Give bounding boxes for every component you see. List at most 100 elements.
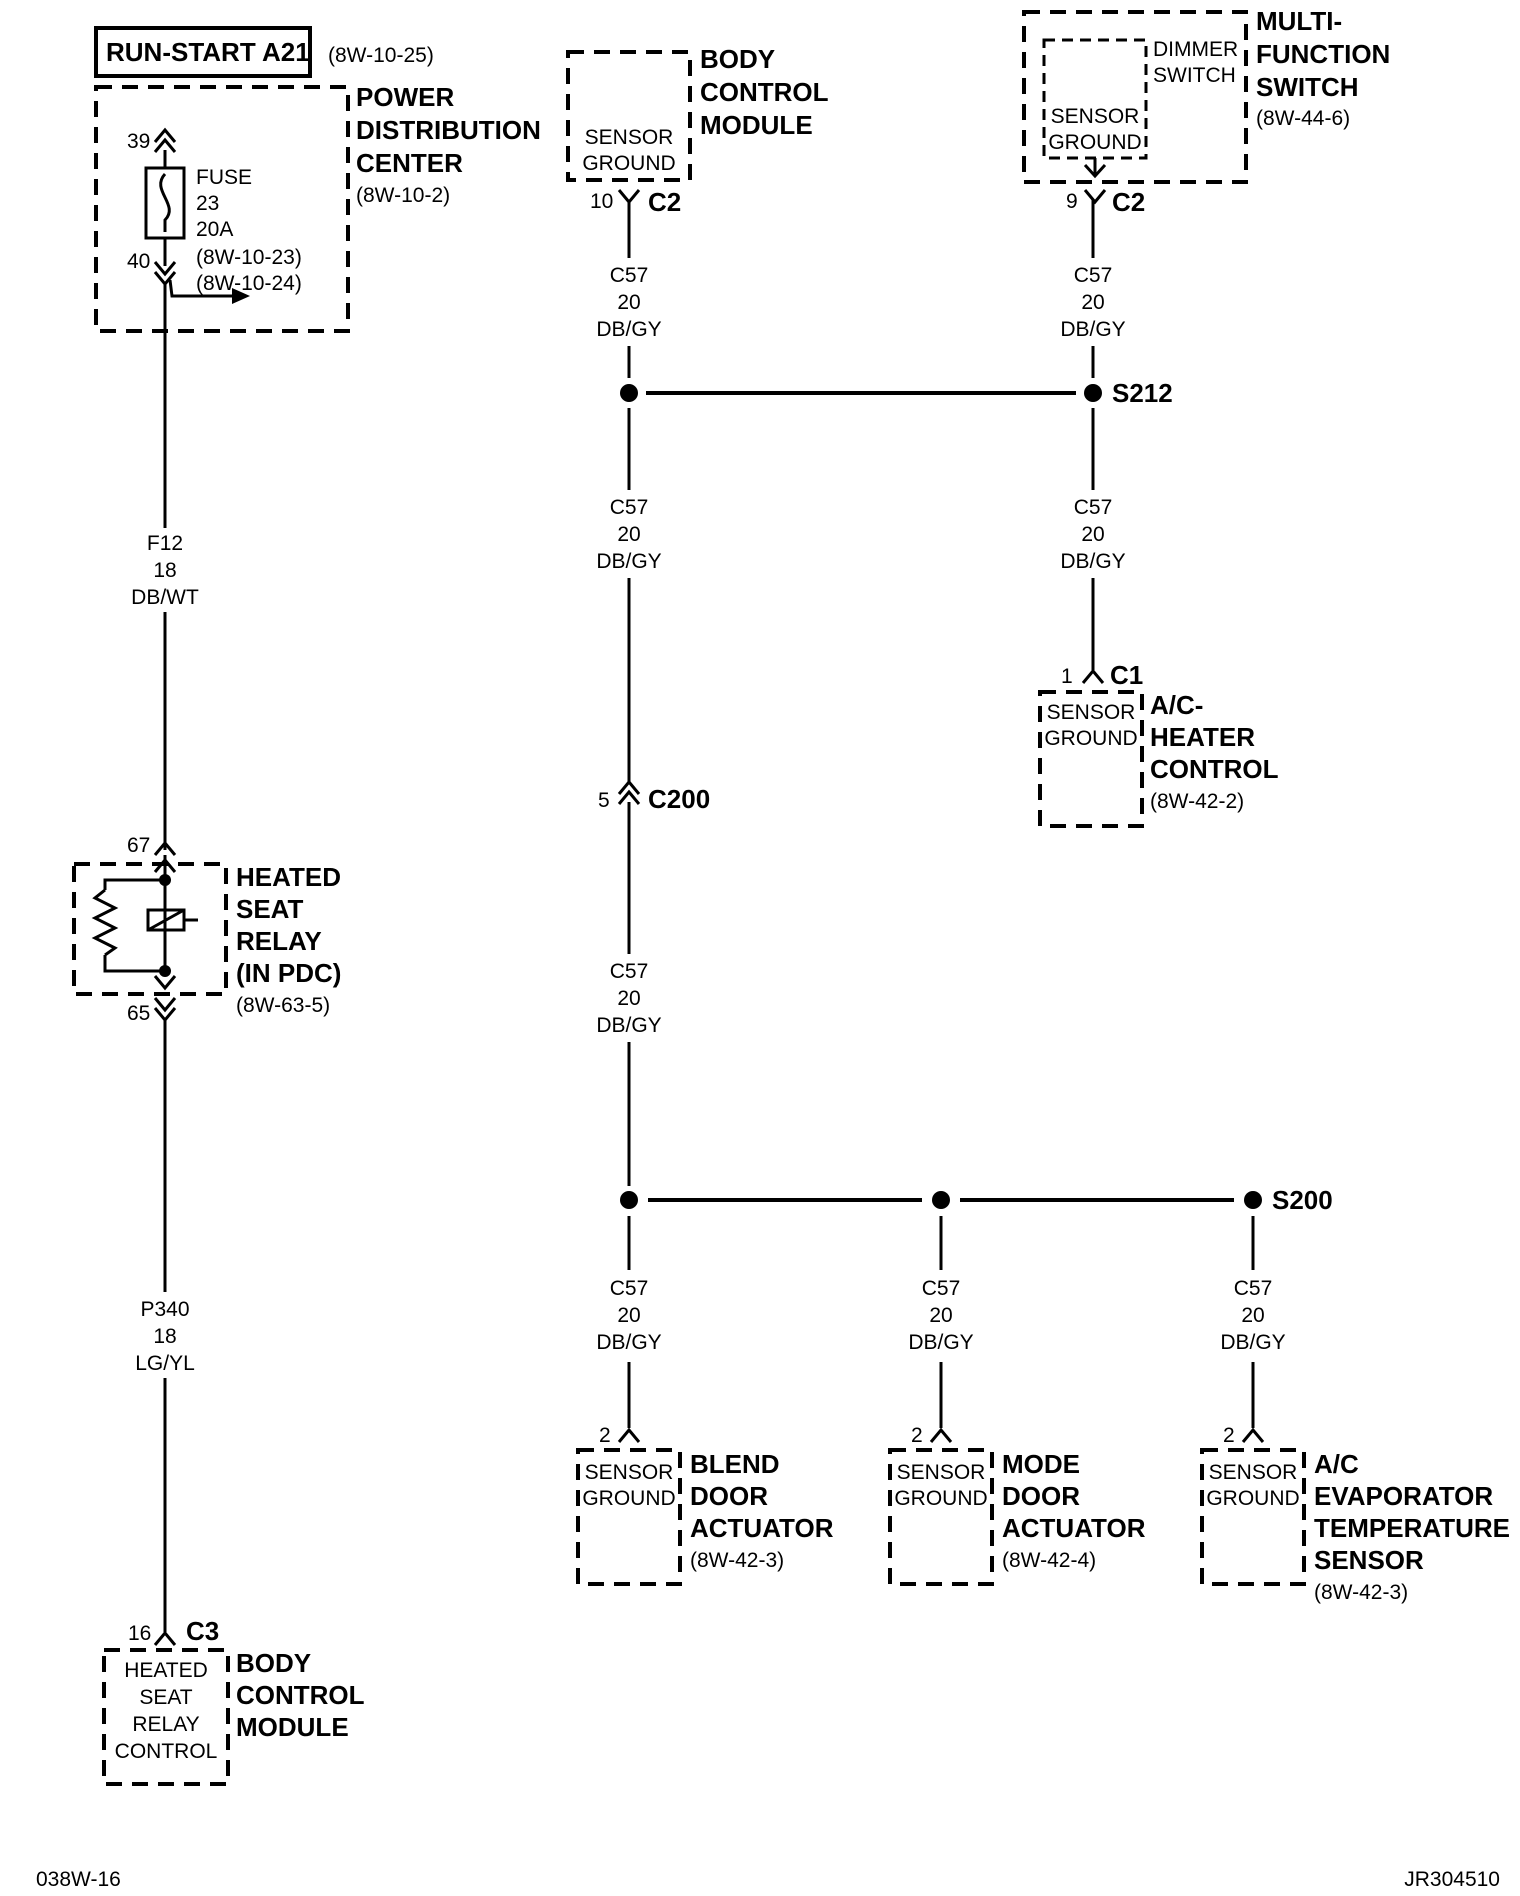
wire-c57-circuit: C57	[922, 1277, 961, 1300]
bcm-c3-inner-1: HEATED	[124, 1659, 208, 1682]
wire-c57-gauge: 20	[617, 523, 640, 546]
bcm-top-inner-1: SENSOR	[585, 126, 674, 149]
relay-pin-67: 67	[127, 834, 150, 857]
wire-c57-circuit: C57	[610, 1277, 649, 1300]
wire-c57-circuit: C57	[1074, 496, 1113, 519]
relay-name-3: RELAY	[236, 926, 322, 956]
relay-coil-icon	[146, 908, 198, 932]
ac-heater-inner-2: GROUND	[1044, 727, 1137, 750]
mfs-ref: (8W-44-6)	[1256, 107, 1350, 130]
wire-c57-label-5: C57 20 DB/GY	[1060, 496, 1125, 573]
mfs-name-2: FUNCTION	[1256, 39, 1390, 69]
ac-heater-connector: C1	[1110, 660, 1143, 690]
bcm-top-name-2: CONTROL	[700, 77, 829, 107]
wire-c57-gauge: 20	[617, 987, 640, 1010]
ac-heater-name-3: CONTROL	[1150, 754, 1279, 784]
relay-name-2: SEAT	[236, 894, 304, 924]
wire-f12-label: F12 18 DB/WT	[131, 532, 199, 609]
footer-page-code: 038W-16	[36, 1868, 121, 1891]
blend-door-actuator: 2 SENSOR GROUND BLEND DOOR ACTUATOR (8W-…	[576, 1424, 834, 1586]
ac-heater-control: 1 C1 SENSOR GROUND A/C- HEATER CONTROL (…	[1038, 660, 1279, 828]
circuit-title-ref: (8W-10-25)	[328, 44, 434, 67]
mode-name-3: ACTUATOR	[1002, 1513, 1146, 1543]
blend-inner-2: GROUND	[582, 1487, 675, 1510]
blend-name-3: ACTUATOR	[690, 1513, 834, 1543]
mfs-inner-2: GROUND	[1048, 131, 1141, 154]
mode-door-actuator: 2 SENSOR GROUND MODE DOOR ACTUATOR (8W-4…	[888, 1424, 1146, 1586]
footer-drawing-id: JR304510	[1404, 1868, 1500, 1891]
wire-p340-label: P340 18 LG/YL	[135, 1298, 195, 1375]
c200-pin: 5	[598, 789, 610, 812]
mfs-dimmer-2: SWITCH	[1153, 64, 1236, 87]
fuse-label: FUSE	[196, 166, 252, 189]
fuse-ref-1: (8W-10-23)	[196, 246, 302, 269]
pdc-pin-40: 40	[127, 250, 150, 273]
wire-c57-gauge: 20	[929, 1304, 952, 1327]
wire-c57-label-evap: C57 20 DB/GY	[1220, 1277, 1285, 1354]
bcm-top-pin: 10	[590, 190, 613, 213]
title-block: RUN-START A21 (8W-10-25)	[94, 26, 434, 78]
ac-heater-pin: 1	[1061, 665, 1073, 688]
heated-seat-relay: 67 65 HEATED SEAT RELAY (IN PDC) (8W-63-…	[72, 834, 341, 1025]
circuit-title: RUN-START A21	[106, 37, 310, 67]
mfs-name-1: MULTI-	[1256, 6, 1342, 36]
wire-f12-circuit: F12	[147, 532, 183, 555]
wire-c57-gauge: 20	[1081, 291, 1104, 314]
evap-name-4: SENSOR	[1314, 1545, 1424, 1575]
splice-s200-label: S200	[1272, 1185, 1333, 1215]
wire-c57-color: DB/GY	[1060, 550, 1125, 573]
wire-c57-circuit: C57	[610, 496, 649, 519]
bcm-c3-name-1: BODY	[236, 1648, 311, 1678]
relay-name-4: (IN PDC)	[236, 958, 341, 988]
ac-heater-name-1: A/C-	[1150, 690, 1203, 720]
pdc-name-2: DISTRIBUTION	[356, 115, 541, 145]
connector-c200: 5 C200	[598, 779, 710, 814]
wire-c57-color: DB/GY	[908, 1331, 973, 1354]
bcm-c3-inner-4: CONTROL	[115, 1740, 218, 1763]
evap-name-1: A/C	[1314, 1449, 1359, 1479]
pdc-name-3: CENTER	[356, 148, 463, 178]
wire-c57-label-blend: C57 20 DB/GY	[596, 1277, 661, 1354]
mode-pin: 2	[911, 1424, 923, 1447]
wire-c57-circuit: C57	[1234, 1277, 1273, 1300]
wire-c57-label-1: C57 20 DB/GY	[596, 264, 661, 341]
evap-pin: 2	[1223, 1424, 1235, 1447]
blend-name-2: DOOR	[690, 1481, 768, 1511]
wire-c57-label-2: C57 20 DB/GY	[596, 496, 661, 573]
wire-c57-circuit: C57	[1074, 264, 1113, 287]
blend-inner-1: SENSOR	[585, 1461, 674, 1484]
wire-c57-color: DB/GY	[596, 1331, 661, 1354]
fuse-icon	[144, 166, 186, 240]
bcm-top-connector: C2	[648, 187, 681, 217]
bcm-top-inner-2: GROUND	[582, 152, 675, 175]
wire-c57-color: DB/GY	[1220, 1331, 1285, 1354]
mfs-pin: 9	[1066, 190, 1078, 213]
evap-inner-1: SENSOR	[1209, 1461, 1298, 1484]
bcm-c3-name-3: MODULE	[236, 1712, 349, 1742]
bcm-c3-name-2: CONTROL	[236, 1680, 365, 1710]
mfs-inner-1: SENSOR	[1051, 105, 1140, 128]
mode-ref: (8W-42-4)	[1002, 1549, 1096, 1572]
wire-p340-gauge: 18	[153, 1325, 176, 1348]
evap-name-3: TEMPERATURE	[1314, 1513, 1510, 1543]
bcm-c3-pin: 16	[128, 1622, 151, 1645]
bcm-top-name-1: BODY	[700, 44, 775, 74]
pdc-pin-39: 39	[127, 130, 150, 153]
mfs-connector: C2	[1112, 187, 1145, 217]
wire-c57-label-4: C57 20 DB/GY	[1060, 264, 1125, 341]
body-control-module-c3: 16 C3 HEATED SEAT RELAY CONTROL BODY CON…	[102, 1616, 365, 1786]
wire-p340-color: LG/YL	[135, 1352, 195, 1375]
ac-evaporator-temperature-sensor: 2 SENSOR GROUND A/C EVAPORATOR TEMPERATU…	[1200, 1424, 1510, 1604]
multi-function-switch: DIMMER SWITCH SENSOR GROUND MULTI- FUNCT…	[1022, 6, 1390, 217]
resistor-icon	[91, 888, 119, 957]
evap-ref: (8W-42-3)	[1314, 1581, 1408, 1604]
fuse-ref-2: (8W-10-24)	[196, 272, 302, 295]
relay-name-1: HEATED	[236, 862, 341, 892]
bcm-c3-inner-2: SEAT	[139, 1686, 192, 1709]
wire-c57-label-3: C57 20 DB/GY	[596, 960, 661, 1037]
evap-inner-2: GROUND	[1206, 1487, 1299, 1510]
blend-ref: (8W-42-3)	[690, 1549, 784, 1572]
c200-connector: C200	[648, 784, 710, 814]
mode-inner-2: GROUND	[894, 1487, 987, 1510]
